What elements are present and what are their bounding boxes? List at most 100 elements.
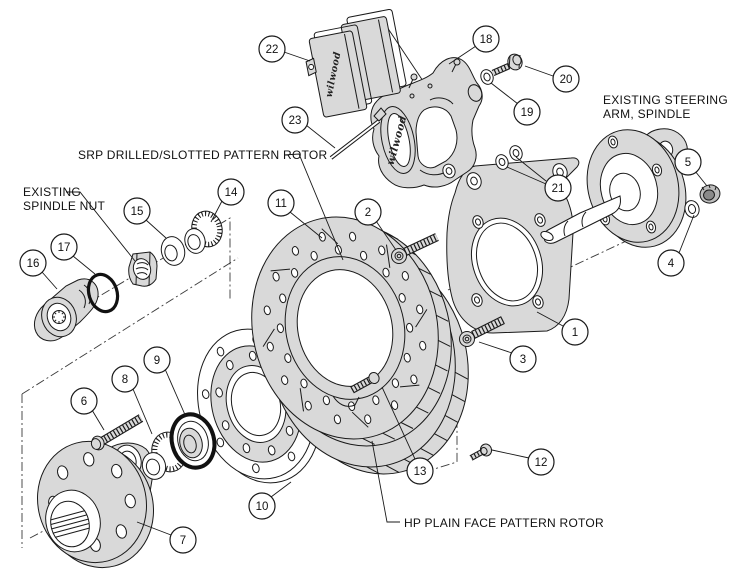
callout-leader-21 [506, 166, 547, 185]
register-clip [332, 395, 360, 407]
callout-number-21: 21 [552, 183, 565, 195]
rotor-slot [399, 384, 420, 388]
callout-number-8: 8 [122, 374, 128, 386]
caliper-bolt-20 [491, 53, 523, 77]
hat-register-hole [225, 360, 234, 371]
steering-arm-spindle [540, 128, 688, 248]
callout-leader-23 [305, 124, 336, 149]
callout-21 [544, 174, 572, 202]
rotor-drill-hole [281, 375, 289, 385]
callout-number-19: 19 [521, 107, 534, 119]
callout-9 [143, 346, 171, 374]
callout-6 [70, 387, 98, 415]
callout-leader-22 [283, 51, 311, 62]
existing-spindle-nut-label: SPINDLE NUT [23, 199, 106, 213]
callout-14 [217, 178, 245, 206]
hub-lug-hole [111, 463, 123, 479]
callout-5 [674, 148, 702, 176]
rotor-drill-hole [391, 378, 399, 388]
bracket-bolt-3 [459, 316, 505, 347]
callout-19 [513, 98, 541, 126]
rotor-drill-hole [416, 304, 424, 315]
rotor-drill-hole [372, 395, 380, 405]
rotor-drill-hole [419, 340, 427, 351]
callout-8 [111, 365, 139, 393]
rotor-slot [351, 411, 369, 428]
callout-3 [509, 345, 537, 373]
rotor-drill-hole [276, 323, 284, 334]
hat-outer-hole [287, 451, 296, 462]
callout-leader-10 [270, 481, 292, 498]
flange-holes [599, 135, 663, 234]
spindle-washer-4 [684, 200, 700, 218]
callout-leader-11 [289, 211, 323, 239]
callout-12 [527, 448, 555, 476]
callout-11 [267, 189, 295, 217]
callout-7 [169, 526, 197, 554]
callout-23 [281, 106, 309, 134]
callout-leader-12 [491, 449, 530, 459]
callout-20 [552, 65, 580, 93]
leader-lines [41, 45, 708, 536]
callout-number-15: 15 [131, 206, 144, 218]
rotor-drill-hole [333, 414, 342, 425]
callout-number-3: 3 [520, 354, 526, 366]
callout-10 [248, 492, 276, 520]
rotor-drill-hole [291, 246, 299, 256]
bleed-screw-icon [410, 73, 418, 81]
rotor-drill-hole [266, 341, 274, 352]
hat-register-hole [248, 350, 257, 361]
existing-spindle-nut-label: EXISTING [23, 185, 81, 199]
hat-register-hole [221, 420, 230, 431]
callout-number-7: 7 [180, 535, 186, 547]
callout-leader-4 [678, 214, 695, 254]
callout-leader-8 [132, 388, 153, 435]
hat-outer-hole [216, 437, 225, 448]
brake-pads [305, 8, 407, 118]
callout-number-11: 11 [275, 198, 287, 210]
callout-leader-20 [524, 65, 554, 77]
bracket-washers-21 [495, 145, 523, 170]
text-labels: SRP DRILLED/SLOTTED PATTERN ROTOREXISTIN… [23, 93, 728, 530]
hat-register-hole [267, 445, 276, 456]
rotor-drill-hole [406, 322, 414, 333]
rotor-slot [262, 328, 275, 347]
grease-seal-9 [169, 412, 217, 470]
rotor-drill-hole [403, 352, 411, 363]
rotor-drill-hole [279, 293, 287, 304]
hat-register-hole [285, 425, 294, 436]
callout-leader-2 [375, 220, 397, 251]
rotor-drill-hole [382, 267, 390, 278]
callout-leader-19 [490, 82, 519, 105]
bracket-countersunk-holes [471, 213, 546, 309]
hat-outer-hole [252, 463, 260, 474]
rotor-drill-hole [310, 251, 318, 261]
rotor-drill-hole [391, 400, 399, 410]
callout-number-13: 13 [414, 466, 427, 478]
o-ring [86, 272, 120, 314]
callout-leader-9 [164, 368, 187, 418]
callout-number-6: 6 [81, 396, 87, 408]
dust-cap [33, 278, 99, 342]
spindle-nut-5 [699, 184, 721, 204]
rotor-drill-hole [364, 414, 372, 425]
callout-18 [472, 25, 500, 53]
rotor-drill-hole [410, 374, 418, 385]
rotor-drill-hole [263, 305, 271, 316]
callout-leader-1 [536, 311, 564, 327]
rotor-drill-hole [360, 250, 368, 261]
hub [37, 440, 154, 569]
callout-leader-14 [210, 200, 223, 223]
callout-leader-7 [136, 521, 172, 536]
hp-rotor-label-leader [371, 440, 400, 523]
callout-15 [123, 197, 151, 225]
rotor-slot [270, 268, 291, 272]
callout-number-17: 17 [58, 242, 71, 254]
hub-lug-hole [124, 493, 136, 509]
wheel-stud [350, 371, 380, 394]
cap-spline [52, 310, 66, 324]
rotor-drill-hole [322, 395, 330, 406]
callout-number-1: 1 [572, 327, 578, 339]
srp-drilled-rotor [251, 216, 452, 447]
callout-leader-18 [448, 45, 477, 65]
